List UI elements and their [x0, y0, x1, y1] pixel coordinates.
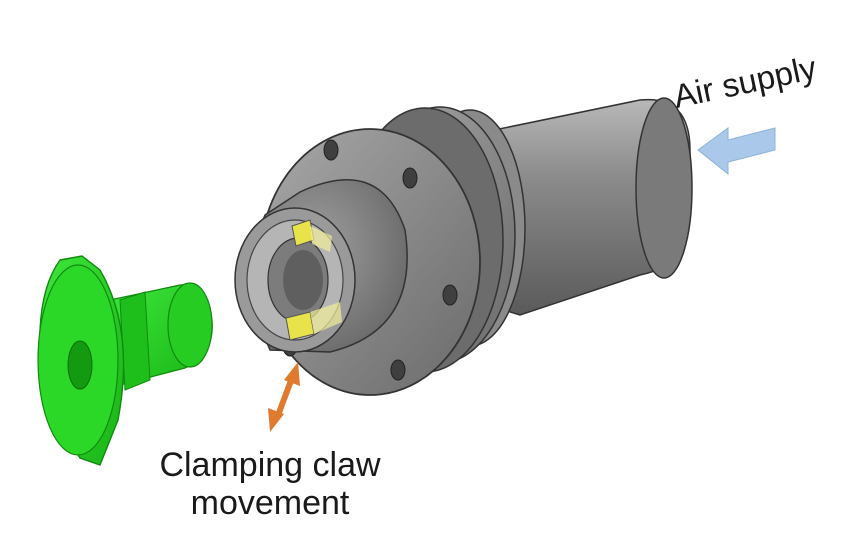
bolt-hole [402, 167, 418, 189]
workpiece-thread [119, 291, 151, 391]
clamping-claws [285, 219, 342, 341]
rear-cylinder-end [635, 97, 693, 279]
claw-movement-arrow [268, 362, 300, 432]
clamping-claw-label-line1: Clamping claw [159, 446, 381, 484]
lower-claw-trail [310, 302, 342, 334]
air-supply-arrow [697, 127, 776, 176]
upper-claw-trail [310, 226, 332, 252]
workpiece [37, 255, 213, 466]
clamping-claw-label: Clamping claw movement [140, 446, 400, 522]
bolt-hole [442, 284, 458, 306]
bolt-hole [390, 359, 406, 381]
bolt-hole [323, 139, 339, 161]
workpiece-bore [67, 340, 93, 390]
clamping-claw-label-line2: movement [190, 484, 350, 522]
bore-depth [283, 250, 323, 310]
workpiece-shaft-end [167, 282, 213, 368]
gripper-body [234, 97, 693, 396]
